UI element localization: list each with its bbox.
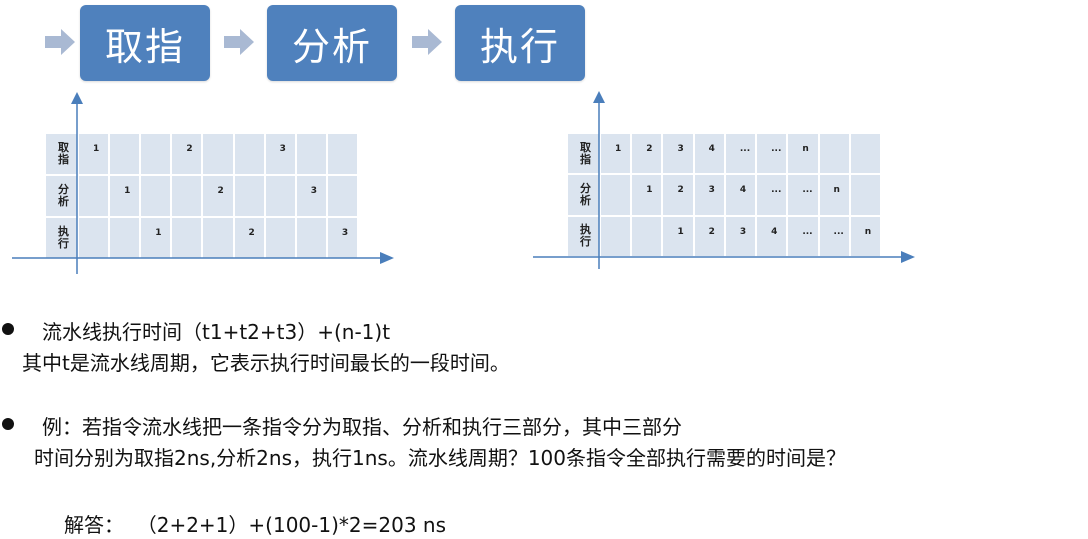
answer-line: 解答： （2+2+1）+(100-1)*2=203 ns [64, 513, 446, 537]
grid-cell: ... [725, 134, 756, 174]
grid-cell: n [788, 134, 818, 174]
grid-cell [265, 218, 295, 258]
grid-cell [296, 218, 326, 258]
x-axis-arrow [533, 251, 915, 263]
grid-cell: 2 [172, 134, 202, 174]
grid-cell: n [819, 175, 849, 215]
example-question-line2: 时间分别为取指2ns,分析2ns，执行1ns。流水线周期？100条指令全部执行需… [34, 446, 846, 470]
grid-cell: 3 [725, 216, 756, 256]
row-label: 执行 [568, 216, 599, 256]
row-label: 执行 [46, 218, 77, 258]
bullet-icon [2, 323, 14, 335]
stage-fetch-label: 取指 [104, 24, 185, 69]
grid-cell [203, 134, 233, 174]
arrow-right-icon [45, 29, 75, 55]
y-axis-arrow [71, 92, 83, 274]
formula-explanation: 其中t是流水线周期，它表示执行时间最长的一段时间。 [22, 351, 510, 375]
formula-line: 流水线执行时间（t1+t2+t3）+(n-1)t [42, 320, 391, 344]
row-label: 分析 [46, 176, 77, 216]
grid-cell [265, 176, 295, 216]
grid-cell [632, 216, 662, 256]
grid-cell: ... [819, 216, 849, 256]
stage-fetch-box: 取指 [80, 5, 210, 81]
grid-cell: ... [757, 175, 787, 215]
stage-analyze-box: 分析 [267, 5, 397, 81]
grid-cell: 2 [632, 134, 662, 174]
grid-cell: ... [788, 175, 818, 215]
grid-cell: 3 [265, 134, 295, 174]
grid-cell [141, 134, 171, 174]
grid-cell: ... [788, 216, 818, 256]
grid-cell: 1 [632, 175, 662, 215]
arrow-right-icon [224, 29, 254, 55]
row-label: 分析 [568, 175, 599, 215]
grid-cell [141, 176, 171, 216]
grid-cell: 3 [327, 218, 357, 258]
grid-cell: 4 [694, 134, 724, 174]
grid-cell [172, 218, 202, 258]
grid-cell [850, 175, 880, 215]
row-label: 取指 [568, 134, 599, 174]
grid-cell: 3 [694, 175, 724, 215]
stage-execute-label: 执行 [479, 24, 560, 69]
grid-cell: 1 [601, 134, 631, 174]
row-label: 取指 [46, 134, 77, 174]
grid-cell: 2 [234, 218, 264, 258]
grid-cell: 1 [110, 176, 140, 216]
grid-cell: 1 [79, 134, 109, 174]
grid-cell: 4 [725, 175, 756, 215]
stage-execute-box: 执行 [455, 5, 585, 81]
grid-cell [110, 134, 140, 174]
grid-cell [172, 176, 202, 216]
grid-cell [601, 216, 631, 256]
grid-cell [79, 218, 109, 258]
grid-cell: ... [757, 134, 787, 174]
grid-cell [601, 175, 631, 215]
grid-cell: 2 [694, 216, 724, 256]
grid-cell: 4 [757, 216, 787, 256]
grid-cell: 1 [141, 218, 171, 258]
grid-cell [850, 134, 880, 174]
grid-cell: 3 [663, 134, 693, 174]
bullet-icon [2, 418, 14, 430]
arrow-right-icon [412, 29, 442, 55]
grid-cell [327, 176, 357, 216]
grid-cell: 2 [203, 176, 233, 216]
grid-cell: 2 [663, 175, 693, 215]
grid-cell [234, 176, 264, 216]
x-axis-arrow [12, 252, 394, 264]
grid-cell [819, 134, 849, 174]
grid-cell: 3 [296, 176, 326, 216]
grid-cell [110, 218, 140, 258]
example-question-line1: 例：若指令流水线把一条指令分为取指、分析和执行三部分，其中三部分 [42, 415, 682, 439]
y-axis-arrow [593, 91, 605, 269]
stage-analyze-label: 分析 [291, 24, 372, 69]
grid-cell: 1 [663, 216, 693, 256]
grid-cell [234, 134, 264, 174]
grid-cell [296, 134, 326, 174]
grid-cell [327, 134, 357, 174]
grid-cell [203, 218, 233, 258]
grid-cell [79, 176, 109, 216]
grid-cell: n [850, 216, 880, 256]
